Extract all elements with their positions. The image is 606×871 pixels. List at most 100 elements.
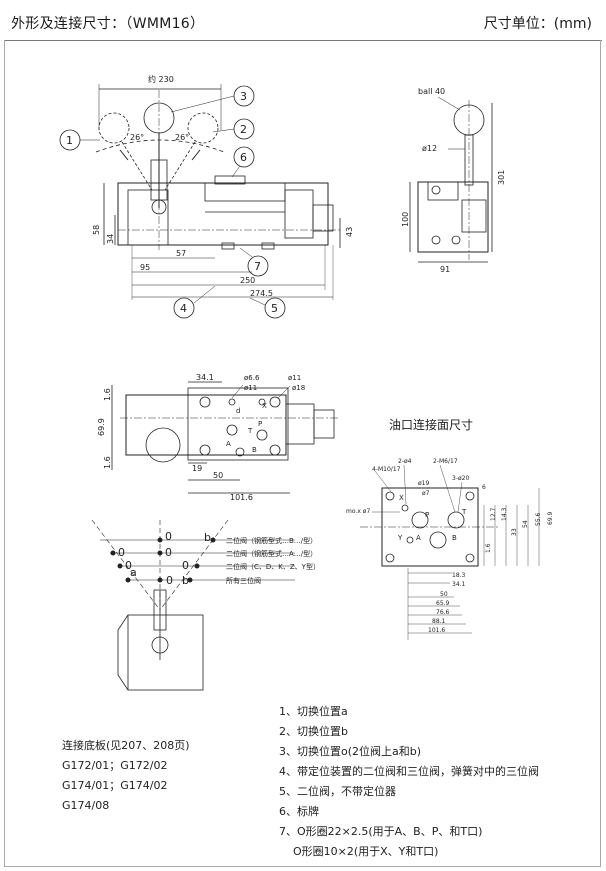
side-body xyxy=(417,181,489,253)
dim-d6-6: ø6.6 xyxy=(244,374,260,382)
header-divider xyxy=(4,40,602,41)
dim-34-1: 34.1 xyxy=(196,373,214,382)
svg-text:0: 0 xyxy=(182,559,189,572)
dim-1-6a: 1.6 xyxy=(103,388,112,401)
dim-95: 95 xyxy=(140,263,150,272)
lever-right-rod xyxy=(164,141,196,191)
row-label-4: 所有三位阀 xyxy=(226,576,261,585)
svg-text:2: 2 xyxy=(240,123,247,136)
svg-text:ø19: ø19 xyxy=(418,480,429,487)
list-item: G174/08 xyxy=(62,799,110,812)
page-title: 外形及连接尺寸：（WMM16） xyxy=(11,16,205,32)
callout-6 xyxy=(233,146,255,168)
svg-text:6: 6 xyxy=(482,484,486,491)
list-item: G172/01；G172/02 xyxy=(62,759,168,772)
dim-91: 91 xyxy=(440,265,450,274)
svg-text:34.1: 34.1 xyxy=(452,581,466,588)
list-item: 6、标牌 xyxy=(279,805,319,818)
row-label-1: 二位阀（钢筋型式…B…/型） xyxy=(226,536,317,545)
dim-230: 约 230 xyxy=(148,74,174,84)
svg-text:55.6: 55.6 xyxy=(535,512,542,526)
svg-text:X: X xyxy=(399,494,404,502)
svg-text:X: X xyxy=(262,402,267,410)
nameplate-area xyxy=(204,182,286,202)
lever-left-rod xyxy=(121,141,153,191)
svg-text:0: 0 xyxy=(165,546,172,559)
svg-text:T: T xyxy=(461,508,467,516)
dim-50: 50 xyxy=(213,471,223,480)
port-face-view: X A B P T Y 4-M10/17 2-ø4 2-M6/17 3-ø20 … xyxy=(346,458,554,640)
svg-text:ø7: ø7 xyxy=(422,490,430,497)
list-item: 5、二位阀，不带定位器 xyxy=(279,785,396,798)
port-face-title: 油口连接面尺寸 xyxy=(389,418,474,432)
list-item: G174/01；G174/02 xyxy=(62,779,168,792)
svg-text:3: 3 xyxy=(240,90,247,103)
svg-text:0: 0 xyxy=(125,559,132,572)
positions-body xyxy=(127,614,204,691)
notes-list: 1、切换位置a 2、切换位置b 3、切换位置o(2位阀上a和b) 4、带定位装置… xyxy=(279,702,539,862)
list-item: 3、切换位置o(2位阀上a和b) xyxy=(279,745,422,758)
angle-right: 26° xyxy=(175,133,189,142)
port-b xyxy=(447,511,465,529)
dim-d18: ø18 xyxy=(292,384,305,392)
svg-text:b: b xyxy=(204,531,211,544)
svg-text:101.6: 101.6 xyxy=(428,627,445,634)
svg-text:P: P xyxy=(425,511,429,519)
nameplate xyxy=(214,175,246,185)
svg-text:B: B xyxy=(452,534,457,542)
svg-text:T: T xyxy=(247,427,253,435)
svg-text:1.6: 1.6 xyxy=(485,543,492,553)
svg-text:d: d xyxy=(236,407,240,415)
svg-text:P: P xyxy=(258,420,262,428)
lever-arc xyxy=(95,139,225,153)
list-item: 连接底板(见207、208页) xyxy=(62,739,190,752)
callout-7 xyxy=(247,255,269,277)
callout-5 xyxy=(264,297,286,319)
svg-text:b: b xyxy=(182,574,189,587)
dim-58: 58 xyxy=(92,225,101,235)
front-view: 约 230 26° 26° 58 34 43 57 95 250 xyxy=(59,74,354,319)
svg-text:4-M10/17: 4-M10/17 xyxy=(372,466,401,473)
page-frame xyxy=(4,40,601,867)
dim-100: 100 xyxy=(401,212,410,227)
valve-body xyxy=(117,182,329,246)
end-cap xyxy=(284,189,314,239)
svg-text:1: 1 xyxy=(66,134,73,147)
svg-text:mo.x ø7: mo.x ø7 xyxy=(346,508,370,515)
svg-text:2-ø4: 2-ø4 xyxy=(398,458,412,465)
list-item: 7、O形圈22×2.5(用于A、B、P、和T口) xyxy=(279,825,483,838)
dim-ball-40: ball 40 xyxy=(418,87,445,96)
lever-ball-right xyxy=(187,112,219,144)
svg-text:88.1: 88.1 xyxy=(432,618,446,625)
svg-text:A: A xyxy=(416,534,421,542)
lever-pivot xyxy=(151,199,167,215)
dim-250: 250 xyxy=(240,276,255,285)
top-subplate xyxy=(187,387,289,461)
top-view: d X T P A B 34.1 ø6.6 ø11 ø11 ø18 1.6 69… xyxy=(97,373,340,502)
top-lever-ball xyxy=(145,427,181,463)
positions-diagram: 二位阀（钢筋型式…B…/型） 二位阀（钢筋型式…A…/型） 二位阀（C、D、K、… xyxy=(91,519,320,691)
svg-text:B: B xyxy=(252,446,257,454)
list-item: 4、带定位装置的二位阀和三位阀，弹簧对中的三位阀 xyxy=(279,765,539,778)
subplates-list: 连接底板(见207、208页) G172/01；G172/02 G174/01；… xyxy=(62,736,190,816)
svg-text:5: 5 xyxy=(271,302,278,315)
svg-text:3-ø20: 3-ø20 xyxy=(452,475,469,482)
svg-text:69.9: 69.9 xyxy=(547,511,554,525)
svg-text:A: A xyxy=(226,440,231,448)
row-label-3: 二位阀（C、D、K、Z、Y型） xyxy=(226,562,320,571)
svg-text:54: 54 xyxy=(522,520,529,528)
svg-text:0: 0 xyxy=(166,574,173,587)
lever-ball-left xyxy=(98,112,130,144)
svg-text:65.9: 65.9 xyxy=(436,600,450,607)
dim-d12: ø12 xyxy=(422,144,437,153)
dim-d11b: ø11 xyxy=(288,374,301,382)
svg-text:a: a xyxy=(130,566,137,579)
dim-d11a: ø11 xyxy=(244,384,257,392)
end-plug xyxy=(312,204,334,232)
unit-label: 尺寸单位：(mm) xyxy=(483,16,592,32)
svg-text:Y: Y xyxy=(397,534,403,542)
list-item: O形圈10×2(用于X、Y和T口) xyxy=(279,845,439,858)
dim-274-5: 274.5 xyxy=(250,289,273,298)
svg-text:4: 4 xyxy=(180,302,187,315)
